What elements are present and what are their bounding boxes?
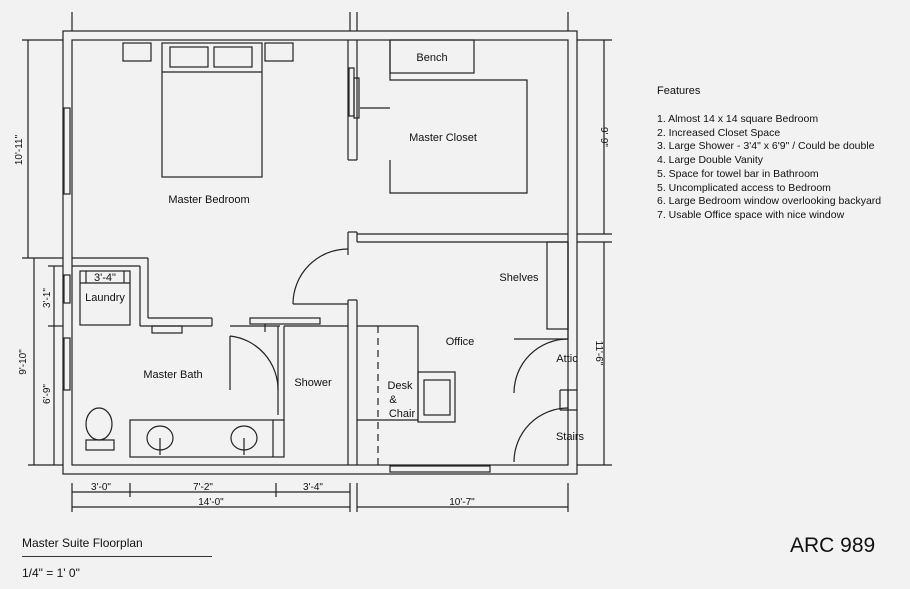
exterior-wall-outer <box>62 30 578 475</box>
dim-left-inner-b: 6'-9" <box>42 384 53 404</box>
office-window <box>389 465 491 473</box>
label-attic: Attic <box>556 353 578 365</box>
dim-left-upper: 10'-11" <box>14 134 25 165</box>
feature-item: 4. Large Double Vanity <box>657 154 764 167</box>
laundry-window <box>63 274 71 304</box>
drawing-scale: 1/4" = 1' 0" <box>22 566 80 580</box>
toilet <box>85 407 113 441</box>
bath-window <box>63 337 71 391</box>
label-office: Office <box>446 336 475 348</box>
office-chair <box>417 371 456 423</box>
drawing-title: Master Suite Floorplan <box>22 536 143 550</box>
feature-item: 2. Increased Closet Space <box>657 126 781 139</box>
laundry-unit <box>79 270 131 326</box>
bench <box>389 39 475 74</box>
feature-item: 6. Large Bedroom window overlooking back… <box>657 195 882 208</box>
drawing-code: ARC 989 <box>790 534 876 557</box>
dim-bottom-total: 14'-0" <box>198 497 224 508</box>
closet-shelf <box>389 40 528 194</box>
feature-item: 3. Large Shower - 3'4" x 6'9" / Could be… <box>657 140 875 153</box>
label-chair: Chair <box>389 408 416 420</box>
label-desk-amp: & <box>389 394 397 406</box>
label-laundry-width: 3'-4" <box>94 272 116 284</box>
label-master-closet: Master Closet <box>409 132 477 144</box>
double-vanity <box>129 419 285 458</box>
bed <box>161 42 263 178</box>
features-list: 1. Almost 14 x 14 square Bedroom 2. Incr… <box>657 113 881 223</box>
exterior-wall-inner <box>71 39 569 466</box>
features-title: Features <box>657 85 701 97</box>
dim-right-lower: 11'-6" <box>593 341 604 366</box>
dim-right-upper: 9'-9" <box>598 127 609 147</box>
label-master-bedroom: Master Bedroom <box>168 194 249 206</box>
dim-bottom-a: 3'-0" <box>91 482 111 493</box>
bedroom-window <box>63 107 71 195</box>
dim-bottom-right: 10'-7" <box>449 497 475 508</box>
dim-left-outer-lower: 9'-10" <box>18 349 29 375</box>
feature-item: 5. Uncomplicated access to Bedroom <box>657 181 831 194</box>
label-bench: Bench <box>416 52 447 64</box>
feature-item: 7. Usable Office space with nice window <box>657 208 845 221</box>
dim-bottom-b: 7'-2" <box>193 482 213 493</box>
label-laundry: Laundry <box>85 292 125 304</box>
label-shelves: Shelves <box>499 272 539 284</box>
label-stairs: Stairs <box>556 431 585 443</box>
caption-divider <box>22 556 212 557</box>
dim-bottom-c: 3'-4" <box>303 482 323 493</box>
label-desk: Desk <box>387 380 413 392</box>
feature-item: 1. Almost 14 x 14 square Bedroom <box>657 113 819 125</box>
office-shelves <box>546 241 569 330</box>
label-master-bath: Master Bath <box>143 369 202 381</box>
label-shower: Shower <box>294 377 332 389</box>
dim-left-inner-a: 3'-1" <box>42 288 53 308</box>
feature-item: 5. Space for towel bar in Bathroom <box>657 167 819 180</box>
